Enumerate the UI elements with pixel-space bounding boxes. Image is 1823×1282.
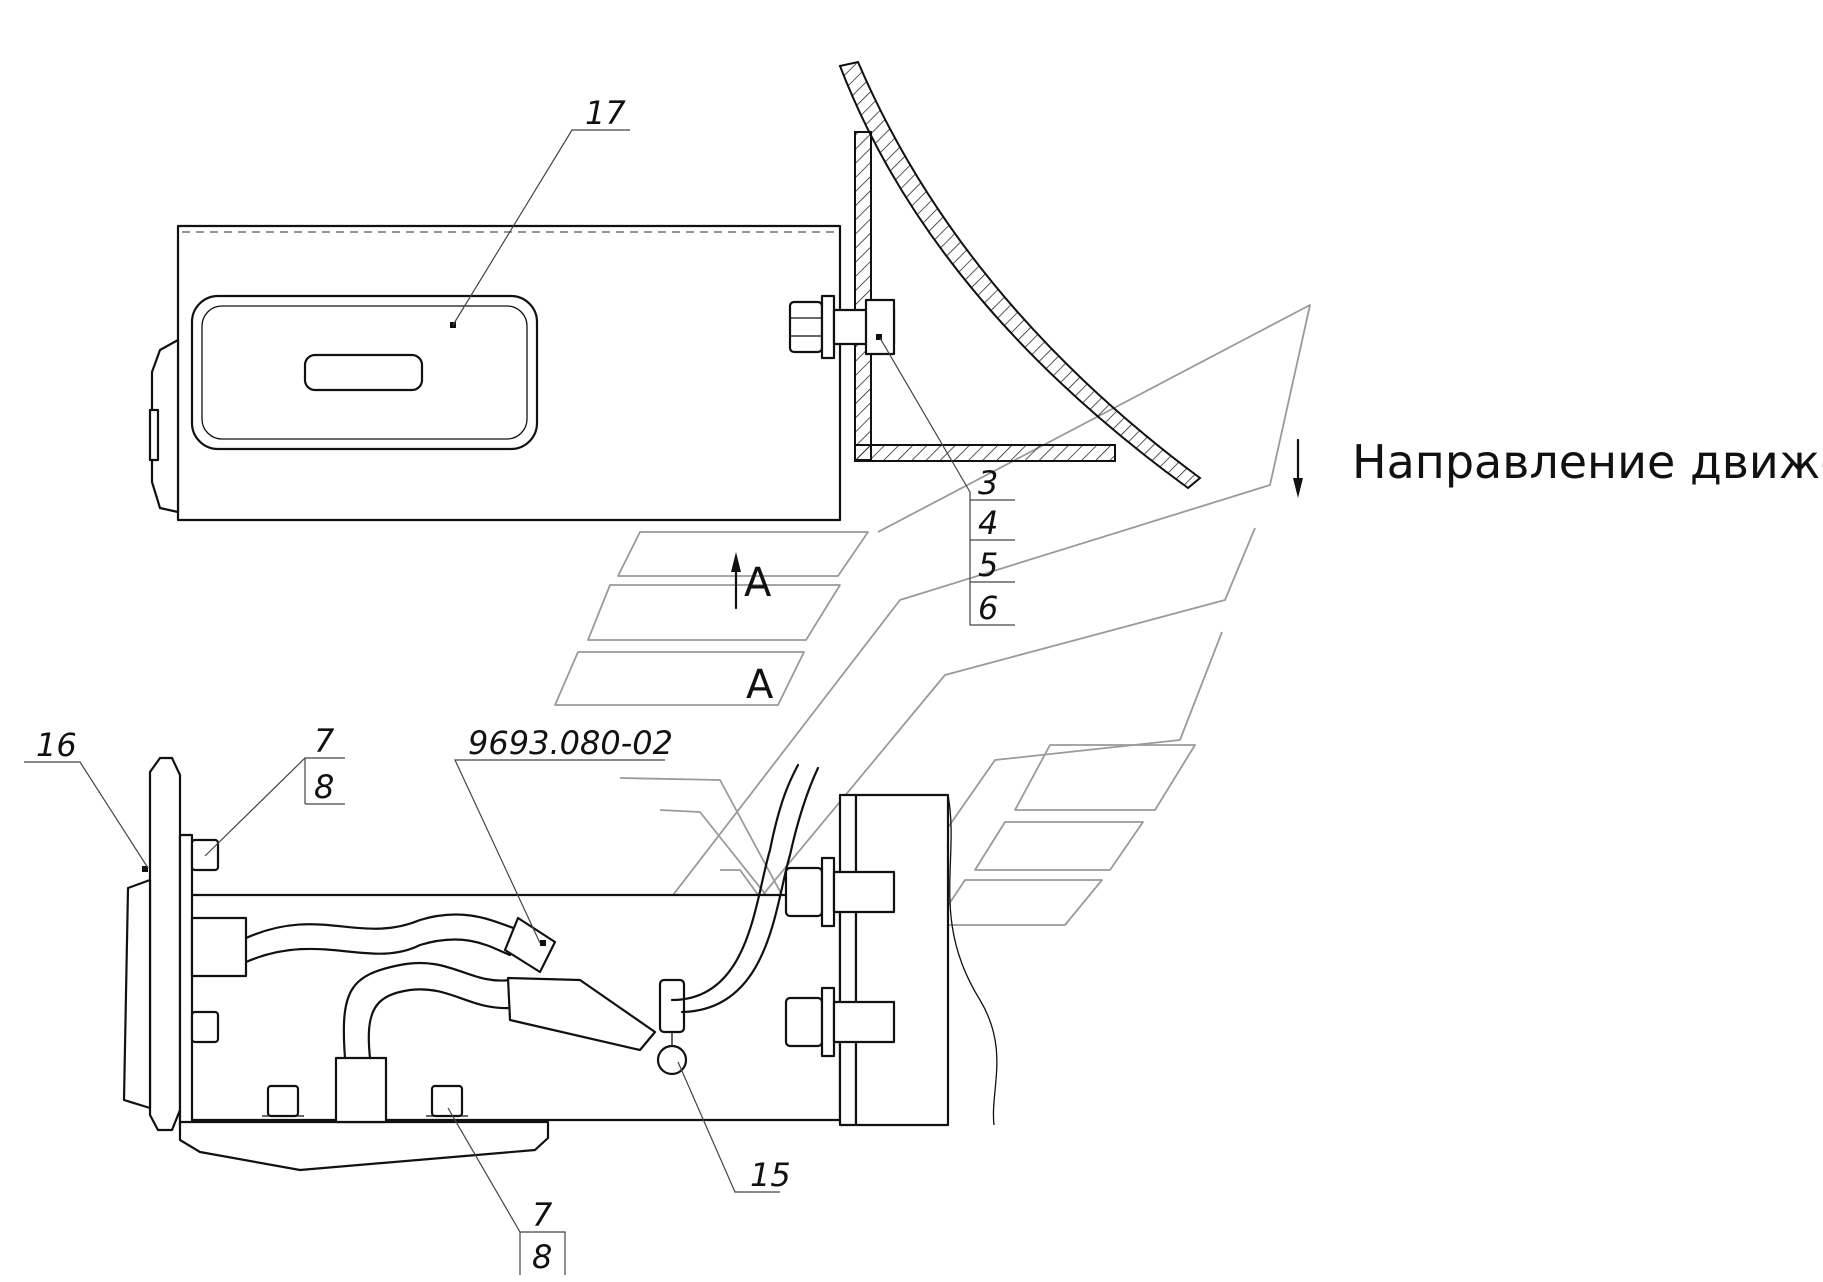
view-label-a-2: A (746, 662, 774, 708)
view-label-a-1: A (744, 560, 772, 606)
part-label-16: 16 (36, 726, 77, 764)
part-label-8-bottom: 8 (532, 1238, 552, 1276)
top-view-lamp-housing (148, 224, 842, 522)
part-label-6: 6 (978, 589, 998, 627)
part-label-5: 5 (978, 546, 998, 584)
part-label-8-top: 8 (314, 768, 334, 806)
background-arrow-pattern (554, 304, 1311, 926)
part-label-17: 17 (585, 94, 626, 132)
part-label-15: 15 (750, 1156, 791, 1194)
leader-lines (24, 129, 1015, 1275)
part-label-9693-080-02: 9693.080-02 (468, 724, 673, 762)
part-label-7-top: 7 (314, 722, 335, 760)
top-view-bracket (788, 60, 1202, 490)
bottom-view-assembly (122, 756, 998, 1172)
view-arrow-icon (731, 552, 741, 610)
part-label-7-bottom: 7 (532, 1196, 553, 1234)
direction-arrow-icon (1293, 438, 1303, 498)
direction-label: Направление движения (1352, 435, 1823, 489)
part-label-4: 4 (978, 504, 998, 542)
part-label-3: 3 (978, 464, 998, 502)
